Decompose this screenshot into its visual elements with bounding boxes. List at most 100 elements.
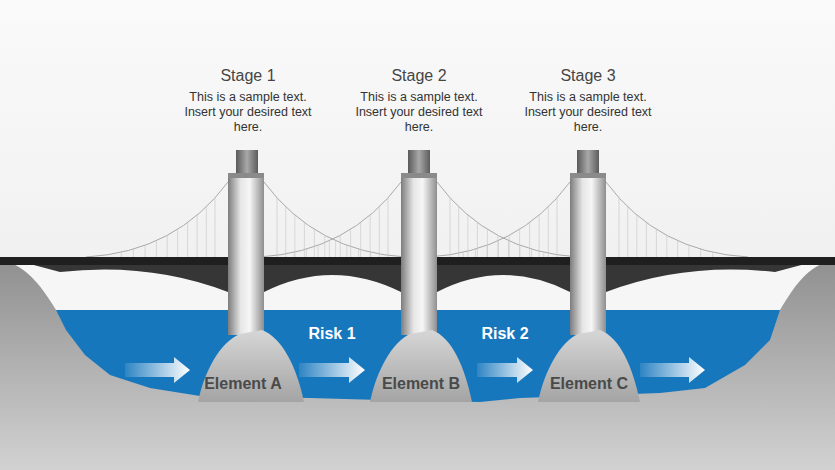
cable xyxy=(264,182,406,257)
flow-arrow xyxy=(299,357,365,383)
towers xyxy=(228,150,606,335)
element-rock: Element B xyxy=(367,330,475,400)
hanger xyxy=(700,249,701,257)
flow-arrow xyxy=(640,357,705,383)
stage-heading: Stage 2 xyxy=(349,66,489,86)
hanger xyxy=(294,252,295,257)
hanger xyxy=(627,207,628,257)
hanger xyxy=(475,249,476,257)
hanger xyxy=(463,252,464,257)
risk-label: Risk 1 xyxy=(308,324,355,344)
arch xyxy=(606,264,805,292)
hanger xyxy=(197,215,198,257)
hanger xyxy=(314,229,315,257)
element-rock: Element C xyxy=(535,330,643,400)
arch xyxy=(30,264,228,292)
stage-text-block: Stage 3 This is a sample text. Insert you… xyxy=(518,66,658,135)
hanger xyxy=(206,207,207,257)
hanger xyxy=(539,215,540,257)
hanger xyxy=(467,215,468,257)
hanger xyxy=(145,245,146,257)
hanger xyxy=(370,215,371,257)
hanger xyxy=(509,235,510,257)
hanger xyxy=(294,215,295,257)
stage-text-block: Stage 2 This is a sample text. Insert you… xyxy=(349,66,489,135)
hanger xyxy=(487,245,488,257)
hanger xyxy=(666,235,667,257)
stage-heading: Stage 3 xyxy=(518,66,658,86)
hanger xyxy=(498,241,499,257)
hanger xyxy=(350,229,351,257)
hanger xyxy=(531,249,532,257)
tower-cap xyxy=(408,150,430,176)
hanger xyxy=(529,223,530,257)
hanger xyxy=(360,223,361,257)
element-label: Element C xyxy=(535,374,643,394)
hanger xyxy=(156,241,157,257)
arch xyxy=(437,264,570,292)
arch xyxy=(264,264,401,292)
hanger xyxy=(477,223,478,257)
tower-band xyxy=(401,173,437,178)
hanger xyxy=(619,198,620,257)
hanger xyxy=(177,229,178,257)
flow-arrow xyxy=(125,357,190,383)
cable xyxy=(606,182,748,257)
hanger xyxy=(335,241,336,257)
element-label: Element A xyxy=(189,374,297,394)
hanger xyxy=(346,245,347,257)
cable xyxy=(259,182,401,257)
hanger xyxy=(497,235,498,257)
element-rock: Element A xyxy=(189,330,297,400)
stage-heading: Stage 1 xyxy=(178,66,318,86)
hanger xyxy=(121,252,122,257)
hanger xyxy=(306,249,307,257)
hanger xyxy=(557,198,558,257)
hanger xyxy=(133,249,134,257)
tower-cap xyxy=(577,150,599,176)
hanger xyxy=(324,235,325,257)
tower-band xyxy=(228,173,264,178)
hanger xyxy=(304,223,305,257)
hanger xyxy=(167,235,168,257)
cable xyxy=(437,182,579,257)
hanger xyxy=(215,198,216,257)
hanger xyxy=(187,223,188,257)
flow-arrow xyxy=(477,357,533,383)
stage-text-block: Stage 1 This is a sample text. Insert you… xyxy=(178,66,318,135)
hanger xyxy=(688,245,689,257)
hanger xyxy=(379,207,380,257)
hanger xyxy=(646,223,647,257)
tower xyxy=(401,173,437,335)
hanger xyxy=(548,207,549,257)
hanger xyxy=(450,198,451,257)
hanger xyxy=(487,229,488,257)
hanger xyxy=(712,252,713,257)
tower xyxy=(570,173,606,335)
tower-cap xyxy=(236,150,258,176)
stage-description: This is a sample text. Insert your desir… xyxy=(349,90,489,135)
element-label: Element B xyxy=(367,374,475,394)
tower xyxy=(228,173,264,335)
hanger xyxy=(340,235,341,257)
cable xyxy=(428,182,570,257)
tower-band xyxy=(570,173,606,178)
hanger xyxy=(519,229,520,257)
hanger xyxy=(458,207,459,257)
hanger xyxy=(656,229,657,257)
risk-label: Risk 2 xyxy=(481,324,528,344)
hanger xyxy=(677,241,678,257)
cable xyxy=(86,182,228,257)
hanger xyxy=(285,207,286,257)
stage-description: This is a sample text. Insert your desir… xyxy=(518,90,658,135)
hanger xyxy=(543,252,544,257)
stage-description: This is a sample text. Insert your desir… xyxy=(178,90,318,135)
hanger xyxy=(358,249,359,257)
hanger xyxy=(388,198,389,257)
hanger xyxy=(329,241,330,257)
hanger xyxy=(318,245,319,257)
hanger xyxy=(277,198,278,257)
